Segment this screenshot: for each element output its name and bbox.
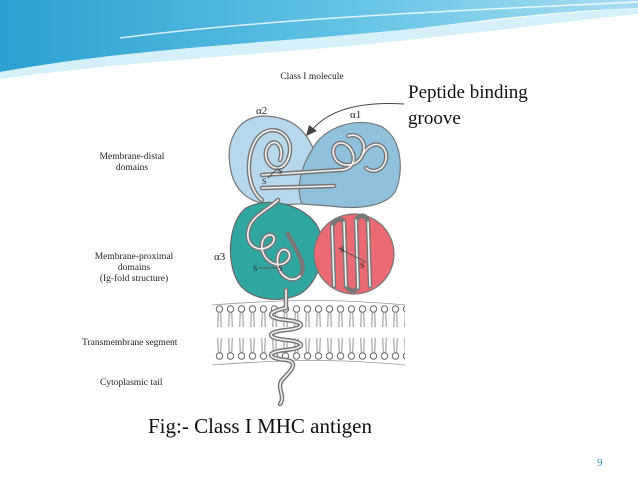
callout-line2: groove — [408, 108, 461, 129]
groove-arrowhead — [306, 125, 317, 136]
membrane-proximal-line3: (Ig-fold structure) — [99, 274, 169, 284]
alpha3-label: α3 — [214, 251, 226, 263]
disulfide-label: S — [262, 177, 267, 186]
membrane-distal-line2: domains — [115, 163, 149, 173]
cytoplasmic-label: Cytoplasmic tail — [100, 378, 163, 388]
header-banner — [0, 0, 638, 81]
alpha2-label: α2 — [256, 105, 268, 117]
membrane-distal-label: Membrane-distal domains — [84, 152, 180, 174]
disulfide-label: S — [253, 264, 258, 273]
alpha3-domain — [229, 201, 324, 300]
transmembrane-label: Transmembrane segment — [82, 338, 178, 348]
groove-arrow — [311, 103, 405, 131]
callout-line1: Peptide binding — [408, 82, 528, 103]
membrane-distal-line1: Membrane-distal — [99, 152, 165, 162]
disulfide-bonds — [258, 167, 367, 269]
banner-wave-line — [0, 17, 638, 81]
membrane-proximal-line2: domains — [117, 263, 151, 273]
banner-wave-line2 — [119, 1, 638, 39]
disulfide-label: S — [278, 264, 283, 273]
lipid-bilayer — [211, 300, 406, 366]
disulfide-label: S — [360, 261, 365, 270]
page-number: 9 — [597, 457, 603, 469]
polypeptide-chain-inner — [247, 129, 387, 405]
membrane-proximal-line1: Membrane-proximal — [94, 252, 174, 262]
peptide-groove-callout: Peptide binding groove — [408, 80, 528, 132]
diagram-title: Class I molecule — [280, 72, 344, 82]
figure-caption: Fig:- Class I MHC antigen — [148, 414, 372, 438]
membrane-proximal-label: Membrane-proximal domains (Ig-fold struc… — [84, 252, 184, 285]
disulfide-label: S — [278, 167, 283, 176]
disulfide-label: S — [340, 245, 345, 254]
alpha1-label: α1 — [350, 109, 362, 121]
